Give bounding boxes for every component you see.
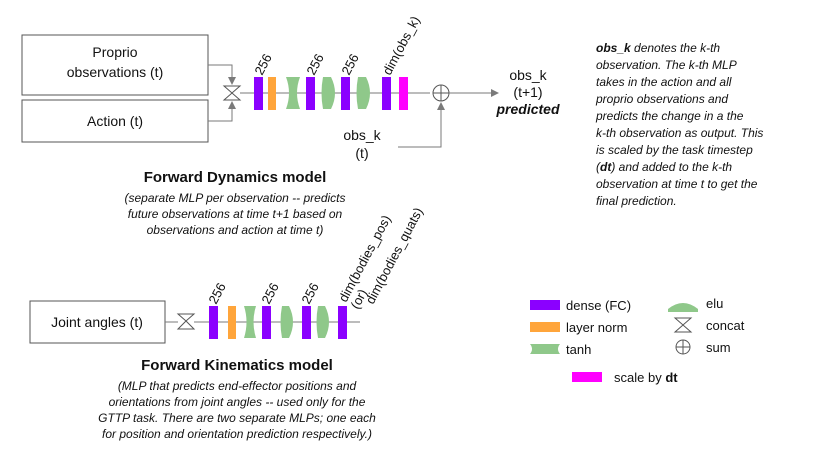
note-line-6: k-th observation as output. This: [596, 126, 763, 140]
dyn-width-label-1: 256: [251, 51, 274, 77]
dyn-width-label-3: 256: [338, 51, 361, 77]
kinematics-caption-line3: GTTP task. There are two separate MLPs; …: [98, 411, 376, 425]
legend-dense-label: dense (FC): [566, 298, 631, 313]
elu-activation-2: [356, 77, 370, 109]
note-line-1-rest: denotes the k-th: [631, 41, 721, 55]
legend-elu-swatch: [668, 303, 698, 312]
skip-input-line2: (t): [355, 145, 368, 161]
tanh-activation-1: [286, 77, 300, 109]
kin-dense-layer-2: [262, 306, 271, 339]
legend-scale-label: scale by dt: [614, 370, 678, 385]
legend-tanh-label: tanh: [566, 342, 591, 357]
note-line-2: observation. The k-th MLP: [596, 58, 737, 72]
kinematics-caption-line2: orientations from joint angles -- used o…: [109, 395, 366, 409]
legend: dense (FC) layer norm tanh elu concat su…: [530, 296, 745, 385]
kin-width-label-1: 256: [205, 280, 228, 306]
legend-dense-swatch: [530, 300, 560, 310]
joint-angles-label: Joint angles (t): [51, 314, 143, 330]
output-label-line3: predicted: [495, 101, 559, 117]
output-label-line1: obs_k: [509, 67, 547, 83]
dynamics-title: Forward Dynamics model: [144, 169, 327, 186]
kin-layernorm-layer-1: [228, 306, 236, 339]
dynamics-diagram: Proprio observations (t) Action (t) 256 …: [21, 14, 560, 237]
legend-concat-label: concat: [706, 318, 745, 333]
note-dt-open: (: [596, 160, 602, 174]
kin-elu-activation-1: [280, 306, 293, 338]
joint-angles-input-box: [29, 300, 166, 344]
note-line-8: (dt) and added to the k-th: [596, 160, 732, 174]
dyn-width-label-4: dim(obs_k): [379, 14, 422, 78]
legend-scale-prefix: scale by: [614, 370, 665, 385]
note-line-7: is scaled by the task timestep: [596, 143, 753, 157]
concat-icon: [176, 313, 196, 330]
dense-layer-1: [254, 77, 263, 110]
note-dt-close: ) and added to the k-th: [609, 160, 732, 174]
scale-dt-layer: [399, 77, 408, 110]
legend-sum-label: sum: [706, 340, 731, 355]
proprio-input-box: [21, 34, 209, 96]
concat-icon: [222, 85, 242, 101]
note-line-5: predicts the change in a the: [595, 109, 744, 123]
layernorm-layer-1: [268, 77, 276, 110]
explanation-note: obs_k denotes the k-th observation. The …: [595, 41, 763, 208]
skip-input-line1: obs_k: [343, 127, 381, 143]
dynamics-caption-line1: (separate MLP per observation -- predict…: [125, 191, 346, 205]
legend-scale-dt: dt: [665, 370, 678, 385]
legend-layernorm-swatch: [530, 322, 560, 332]
proprio-label-line1: Proprio: [92, 44, 137, 60]
output-label-line2: (t+1): [513, 84, 542, 100]
sum-icon: [432, 84, 450, 102]
sum-icon: [675, 339, 691, 355]
kinematics-diagram: Joint angles (t) 256 256 256 dim(bodies_…: [29, 205, 426, 441]
kin-width-label-3: 256: [298, 280, 321, 306]
dense-layer-4: [382, 77, 391, 110]
dense-layer-3: [341, 77, 350, 110]
dynamics-caption-line3: observations and action at time t): [147, 223, 324, 237]
dense-layer-2: [306, 77, 315, 110]
note-term: obs_k: [596, 41, 632, 55]
note-line-10: final prediction.: [596, 194, 677, 208]
note-line-3: takes in the action and all: [596, 75, 732, 89]
action-input-box: [21, 99, 209, 143]
elu-activation-1: [321, 77, 335, 109]
legend-tanh-swatch: [530, 344, 560, 354]
kinematics-caption-line1: (MLP that predicts end-effector position…: [118, 379, 357, 393]
kin-dense-layer-3: [302, 306, 311, 339]
note-dt: dt: [600, 160, 612, 174]
action-label: Action (t): [87, 113, 143, 129]
dyn-width-label-2: 256: [303, 51, 326, 77]
kinematics-caption-line4: for position and orientation prediction …: [102, 427, 372, 441]
note-line-1: obs_k denotes the k-th: [596, 41, 720, 55]
kin-elu-activation-2: [316, 306, 329, 338]
kin-tanh-activation-1: [244, 306, 256, 338]
concat-icon: [673, 317, 693, 333]
kin-dense-layer-1: [209, 306, 218, 339]
dynamics-caption-line2: future observations at time t+1 based on: [128, 207, 343, 221]
kinematics-title: Forward Kinematics model: [141, 357, 333, 374]
legend-scale-swatch: [572, 372, 602, 382]
kin-dense-layer-4: [338, 306, 347, 339]
note-line-9: observation at time t to get the: [596, 177, 758, 191]
legend-layernorm-label: layer norm: [566, 320, 627, 335]
kin-width-label-2: 256: [258, 280, 281, 306]
note-line-4: proprio observations and: [595, 92, 728, 106]
legend-elu-label: elu: [706, 296, 723, 311]
proprio-label-line2: observations (t): [67, 64, 163, 80]
